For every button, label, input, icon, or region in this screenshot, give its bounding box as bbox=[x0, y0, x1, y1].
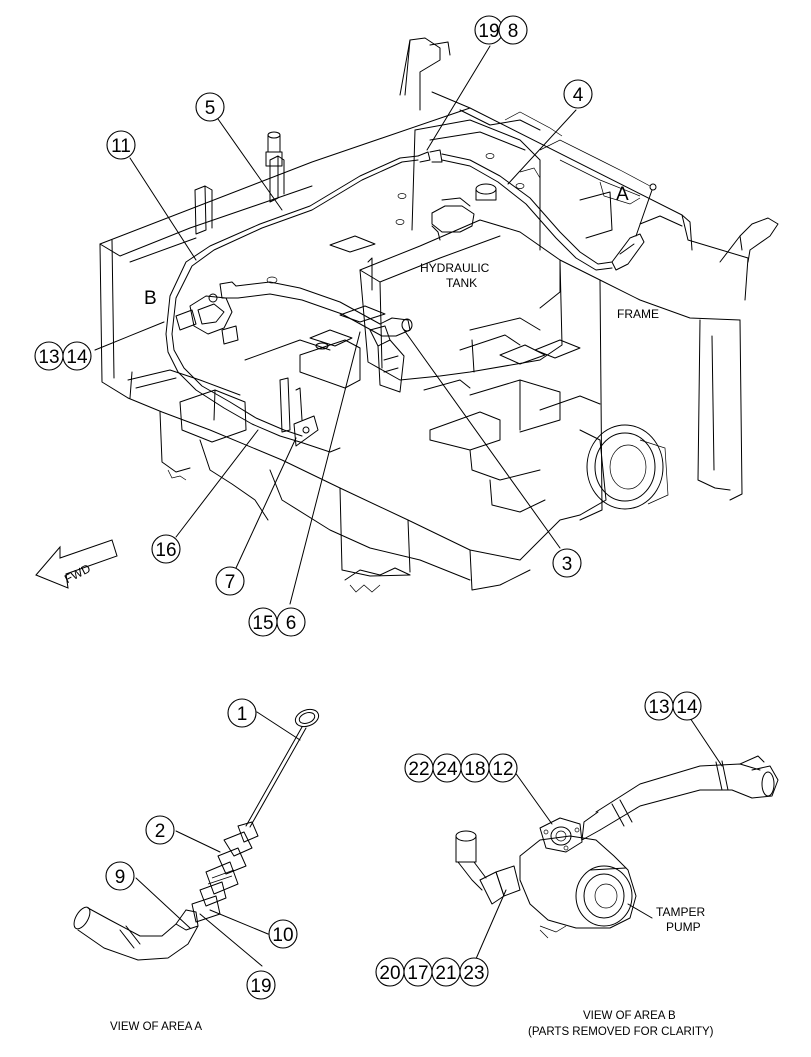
tamper-pump-label: TAMPER bbox=[656, 905, 705, 919]
callout-c23: 23 bbox=[459, 957, 489, 987]
callout-number: 19 bbox=[250, 976, 271, 997]
callout-c7: 7 bbox=[215, 566, 245, 596]
callout-c9: 9 bbox=[105, 861, 135, 891]
callout-circle bbox=[672, 691, 702, 721]
callout-number: 9 bbox=[115, 867, 126, 888]
callout-c22: 22 bbox=[404, 753, 434, 783]
callout-c14_area_b: 14 bbox=[672, 691, 702, 721]
callout-c3: 3 bbox=[552, 548, 582, 578]
callout-number: 5 bbox=[205, 98, 216, 119]
callout-circle bbox=[498, 15, 528, 45]
callout-circle bbox=[563, 79, 593, 109]
callout-number: 20 bbox=[379, 963, 400, 984]
callout-circle bbox=[227, 698, 257, 728]
tamper-pump-label-line2: PUMP bbox=[666, 920, 701, 934]
callout-c20: 20 bbox=[375, 957, 405, 987]
callout-circle bbox=[246, 970, 276, 1000]
callout-number: 4 bbox=[573, 85, 584, 106]
callout-number: 19 bbox=[478, 21, 499, 42]
callout-circle bbox=[215, 566, 245, 596]
callout-c21: 21 bbox=[431, 957, 461, 987]
callout-number: 23 bbox=[463, 963, 484, 984]
view-area-b-caption-line2: (PARTS REMOVED FOR CLARITY) bbox=[528, 1026, 714, 1038]
callout-c13_area_b: 13 bbox=[644, 691, 674, 721]
callout-number: 13 bbox=[648, 697, 669, 718]
callout-circle bbox=[268, 919, 298, 949]
hydraulic-tank-label: HYDRAULIC bbox=[420, 261, 490, 275]
callout-number: 22 bbox=[408, 759, 429, 780]
callout-circle bbox=[195, 92, 225, 122]
callout-number: 13 bbox=[38, 347, 59, 368]
callout-c4: 4 bbox=[563, 79, 593, 109]
callout-number: 3 bbox=[562, 554, 573, 575]
callout-c1: 1 bbox=[227, 698, 257, 728]
callout-number: 15 bbox=[252, 613, 273, 634]
callout-c12: 12 bbox=[488, 753, 518, 783]
view-area-b: TAMPER PUMP VIEW OF AREA B (PARTS REMOVE… bbox=[455, 717, 779, 1038]
callout-c8: 8 bbox=[498, 15, 528, 45]
callout-c5: 5 bbox=[195, 92, 225, 122]
callout-circle bbox=[145, 815, 175, 845]
area-b-marker: B bbox=[144, 288, 157, 309]
callout-c10: 10 bbox=[268, 919, 298, 949]
callout-number: 14 bbox=[66, 347, 88, 368]
area-a-marker: A bbox=[616, 184, 629, 205]
callout-number: 21 bbox=[435, 963, 456, 984]
callout-circle bbox=[106, 130, 136, 160]
callout-c11: 11 bbox=[106, 130, 136, 160]
forward-arrow-icon: FWD bbox=[35, 539, 118, 589]
callout-c13_main: 13 bbox=[34, 341, 64, 371]
frame-label: FRAME bbox=[617, 307, 659, 321]
callout-c16: 16 bbox=[151, 534, 181, 564]
view-area-a: VIEW OF AREA A bbox=[73, 708, 320, 1033]
callout-c19_area_a: 19 bbox=[246, 970, 276, 1000]
callout-c17: 17 bbox=[403, 957, 433, 987]
view-area-a-caption: VIEW OF AREA A bbox=[110, 1021, 202, 1033]
callout-circle bbox=[62, 341, 92, 371]
callout-circle bbox=[276, 607, 306, 637]
callout-number: 14 bbox=[676, 697, 698, 718]
callout-circle bbox=[552, 548, 582, 578]
callout-c18: 18 bbox=[460, 753, 490, 783]
callout-c24: 24 bbox=[432, 753, 462, 783]
callout-c15: 15 bbox=[248, 607, 278, 637]
callout-number: 24 bbox=[436, 759, 458, 780]
hydraulic-tank-label-line2: TANK bbox=[446, 276, 477, 290]
callout-c14_main: 14 bbox=[62, 341, 92, 371]
callout-number: 10 bbox=[272, 925, 293, 946]
callout-number: 18 bbox=[464, 759, 485, 780]
callout-circle bbox=[105, 861, 135, 891]
callout-number: 17 bbox=[407, 963, 428, 984]
callout-circle bbox=[488, 753, 518, 783]
callout-number: 16 bbox=[155, 540, 176, 561]
callout-c2: 2 bbox=[145, 815, 175, 845]
callout-number: 12 bbox=[492, 759, 513, 780]
callout-number: 11 bbox=[111, 136, 131, 157]
callout-circle bbox=[151, 534, 181, 564]
callout-circle bbox=[459, 957, 489, 987]
callout-number: 8 bbox=[508, 21, 519, 42]
main-assembly-view: A B HYDRAULIC TANK FRAME FWD bbox=[35, 37, 779, 605]
callout-c6: 6 bbox=[276, 607, 306, 637]
callout-number: 7 bbox=[225, 572, 236, 593]
callout-number: 1 bbox=[237, 704, 248, 725]
callout-number: 6 bbox=[286, 613, 297, 634]
callout-number: 2 bbox=[155, 821, 166, 842]
callout-c19_top: 19 bbox=[474, 15, 504, 45]
view-area-b-caption: VIEW OF AREA B bbox=[583, 1010, 676, 1022]
